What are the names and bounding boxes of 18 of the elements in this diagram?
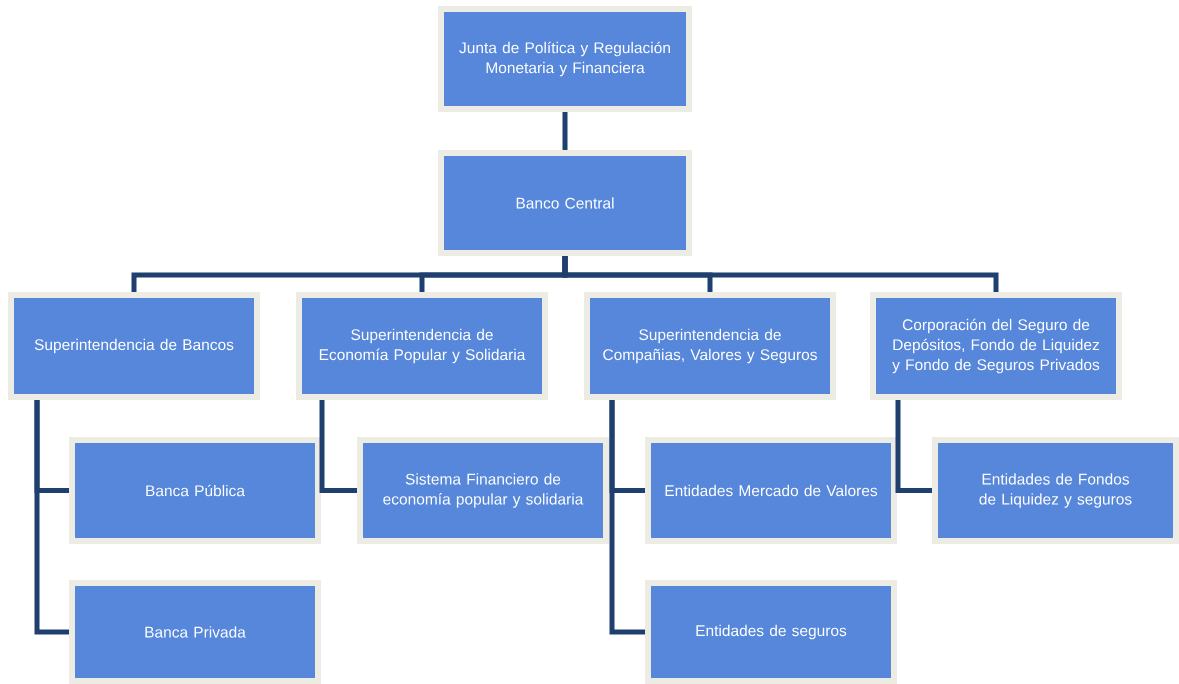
org-box: Junta de Política y Regulación Monetaria y Financiera: [438, 6, 692, 112]
org-box: Entidades de seguros: [645, 580, 897, 684]
connector-line: [562, 256, 999, 292]
connector-line: [609, 400, 645, 635]
connector-line: [895, 400, 932, 493]
org-box: Banca Privada: [69, 580, 321, 684]
connector-line: [319, 400, 357, 493]
org-box: Sistema Financiero de economía popular y solidaria: [357, 437, 609, 544]
org-box: Corporación del Seguro de Depósitos, Fondo de Liquidez y Fondo de Seguros Privados: [870, 292, 1122, 400]
org-box: Banco Central: [438, 150, 692, 256]
org-box: Superintendencia de Economía Popular y Solidaria: [296, 292, 548, 400]
org-box: Superintendencia de Bancos: [8, 292, 260, 400]
org-box: Banca Pública: [69, 437, 321, 544]
org-box: Entidades de Fondos de Liquidez y seguros: [932, 437, 1179, 544]
org-box: Entidades Mercado de Valores: [645, 437, 897, 544]
connector-line: [562, 112, 568, 150]
connector-line: [34, 400, 69, 635]
org-box: Superintendencia de Compañias, Valores y Seguros: [584, 292, 836, 400]
